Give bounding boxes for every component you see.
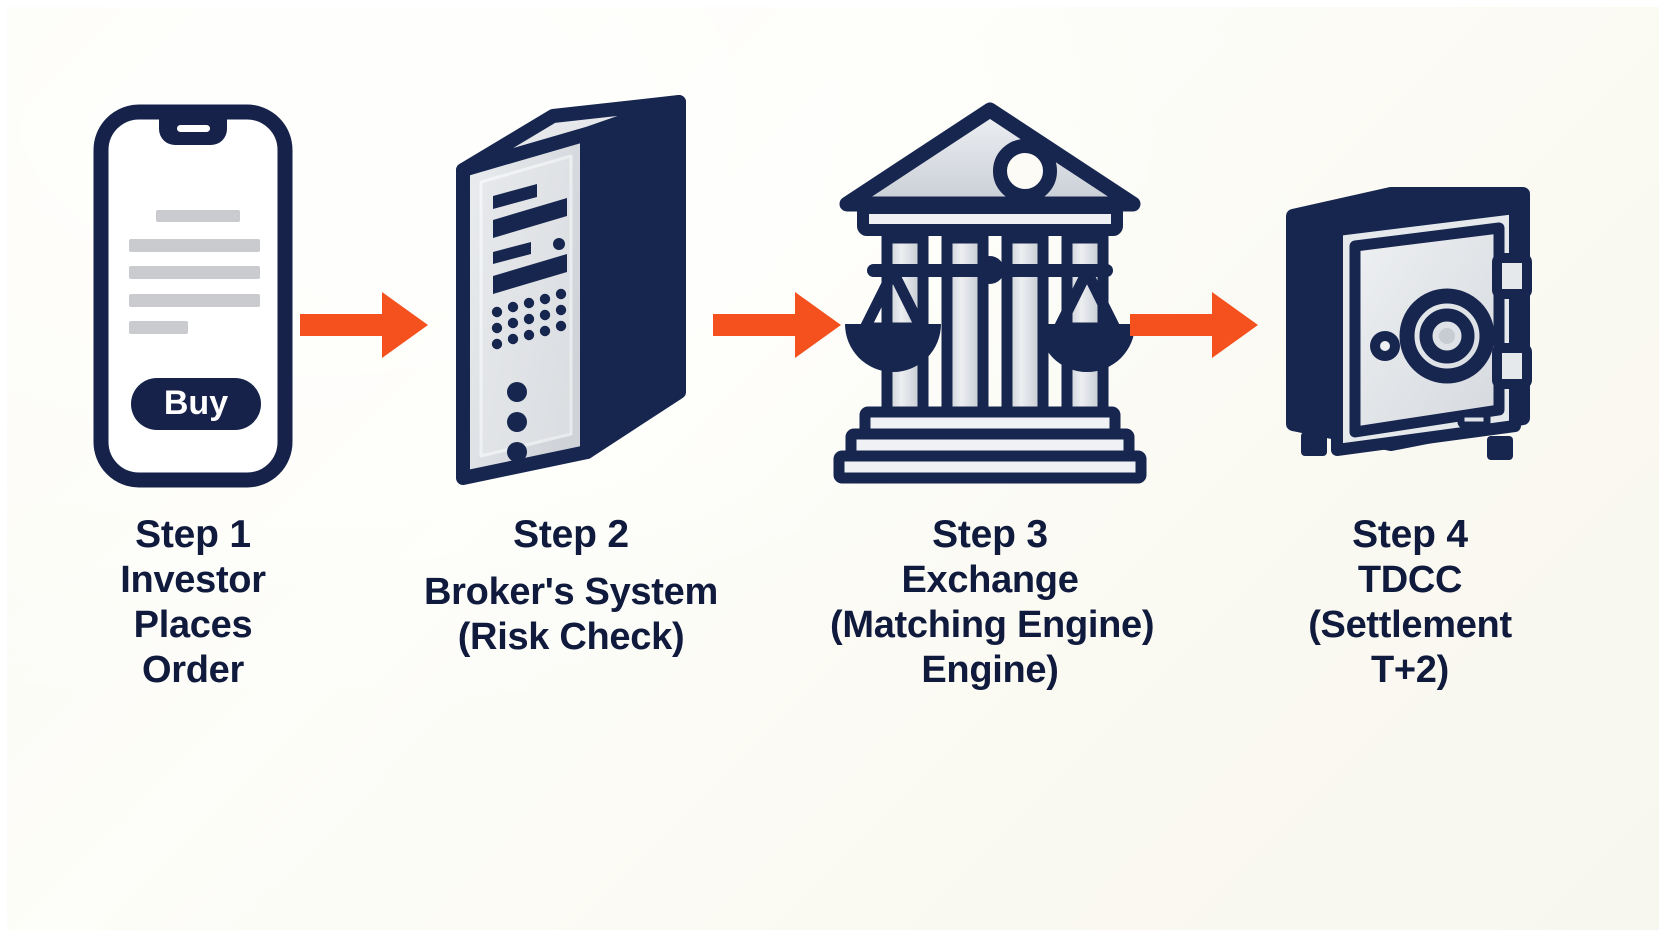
arrow-right-icon [1130, 292, 1258, 358]
step-3-line-3: Engine) [921, 648, 1059, 691]
step-2-caption: Step 2 Broker's System (Risk Check) [411, 512, 731, 660]
step-3-title: Step 3 [932, 513, 1048, 556]
step-3-line-2: (Matching Engine) [830, 603, 1155, 646]
step-1-line-3: Order [142, 648, 244, 691]
bank-with-scales-icon [833, 102, 1147, 484]
arrow-1 [300, 286, 428, 364]
step-2-line-1: Broker's System [424, 571, 718, 614]
step-1-caption: Step 1 Investor Places Order [33, 512, 353, 693]
buy-button-label: Buy [164, 384, 228, 422]
flow-step-2: Step 2 Broker's System (Risk Check) [406, 86, 736, 660]
step-4-line-3: T+2) [1371, 648, 1449, 691]
flow-step-4: Step 4 TDCC (Settlement T+2) [1245, 86, 1575, 693]
step-2-icon-box [441, 86, 701, 486]
step-2-line-2: (Risk Check) [457, 615, 685, 658]
step-3-icon-box [833, 86, 1147, 486]
arrow-2 [713, 286, 841, 364]
step-4-line-2: (Settlement [1308, 603, 1512, 646]
buy-button[interactable] [131, 378, 261, 430]
step-1-icon-box: Buy [93, 86, 293, 488]
arrow-right-icon [300, 292, 428, 358]
arrow-right-icon [713, 292, 841, 358]
step-4-icon-box [1275, 86, 1545, 486]
arrow-3 [1130, 286, 1258, 364]
server-tower-icon [456, 95, 686, 485]
step-3-caption: Step 3 Exchange (Matching Engine) Engine… [830, 512, 1155, 693]
step-2-title: Step 2 [513, 513, 629, 556]
step-3-line-1: Exchange [901, 559, 1079, 602]
flow-step-3: Step 3 Exchange (Matching Engine) Engine… [825, 86, 1155, 693]
safe-vault-icon [1286, 187, 1532, 460]
step-4-caption: Step 4 TDCC (Settlement T+2) [1250, 512, 1570, 693]
step-4-line-1: TDCC [1357, 559, 1463, 602]
scales-of-justice-icon [845, 256, 1135, 372]
step-1-title: Step 1 [135, 513, 251, 556]
step-1-line-2: Places [133, 603, 253, 646]
step-1-line-1: Investor [120, 559, 266, 602]
step-4-title: Step 4 [1352, 513, 1468, 556]
flow-step-1: Buy Step 1 Investor Places Order [28, 86, 358, 693]
smartphone-icon: Buy [93, 104, 293, 488]
